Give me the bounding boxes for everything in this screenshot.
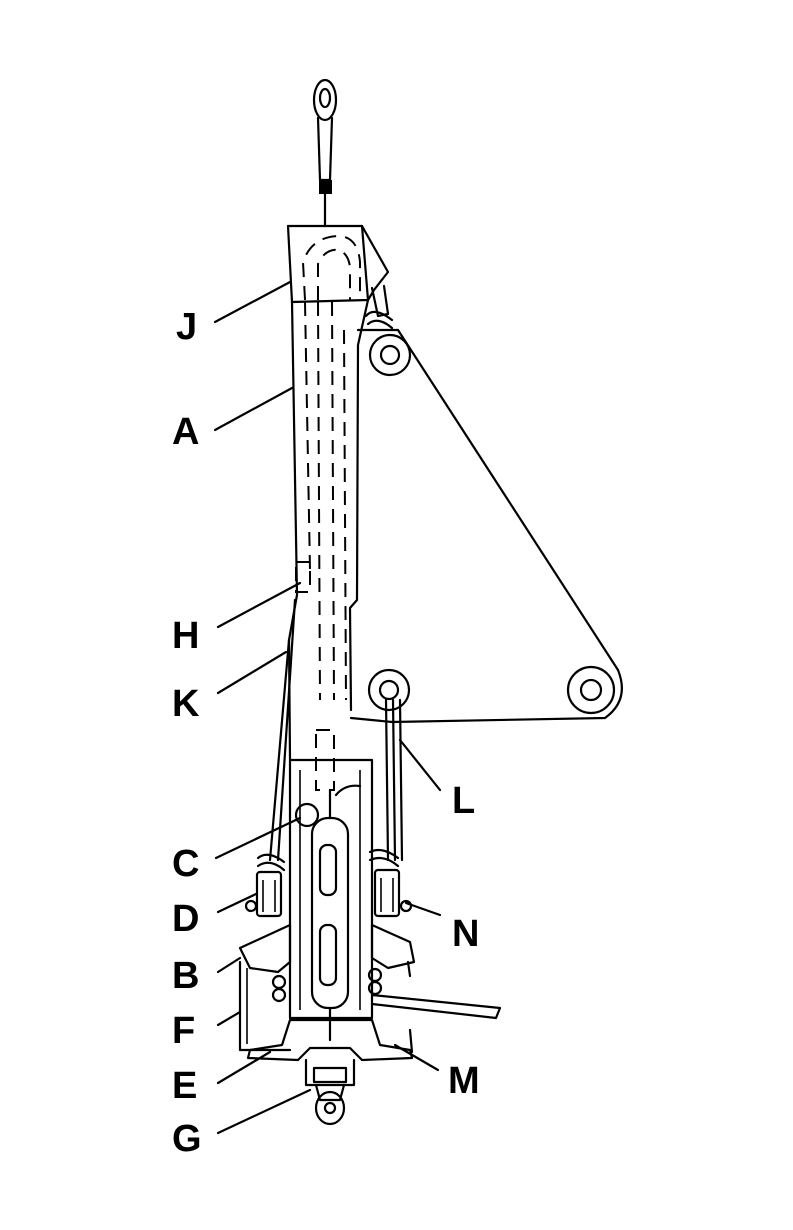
label-e: E bbox=[172, 1067, 197, 1105]
top-eye bbox=[314, 80, 336, 226]
label-b: B bbox=[172, 957, 199, 995]
label-n: N bbox=[452, 915, 479, 953]
lower-housing bbox=[290, 760, 372, 1040]
shackle-n bbox=[370, 850, 411, 916]
leader-lines bbox=[215, 282, 440, 1133]
label-a: A bbox=[172, 413, 199, 451]
label-j: J bbox=[176, 308, 197, 346]
label-g: G bbox=[172, 1120, 202, 1158]
top-shackle bbox=[366, 286, 392, 328]
triangle-frame bbox=[351, 330, 622, 860]
column-a bbox=[289, 300, 368, 790]
flange-b bbox=[240, 925, 414, 976]
bottom-eye-g bbox=[306, 1060, 354, 1124]
pan-f bbox=[240, 962, 500, 1050]
label-k: K bbox=[172, 685, 199, 723]
label-c: C bbox=[172, 845, 199, 883]
label-l: L bbox=[452, 782, 475, 820]
label-f: F bbox=[172, 1012, 195, 1050]
label-h: H bbox=[172, 617, 199, 655]
label-m: M bbox=[448, 1062, 480, 1100]
label-d: D bbox=[172, 900, 199, 938]
shackle-d bbox=[246, 855, 284, 916]
